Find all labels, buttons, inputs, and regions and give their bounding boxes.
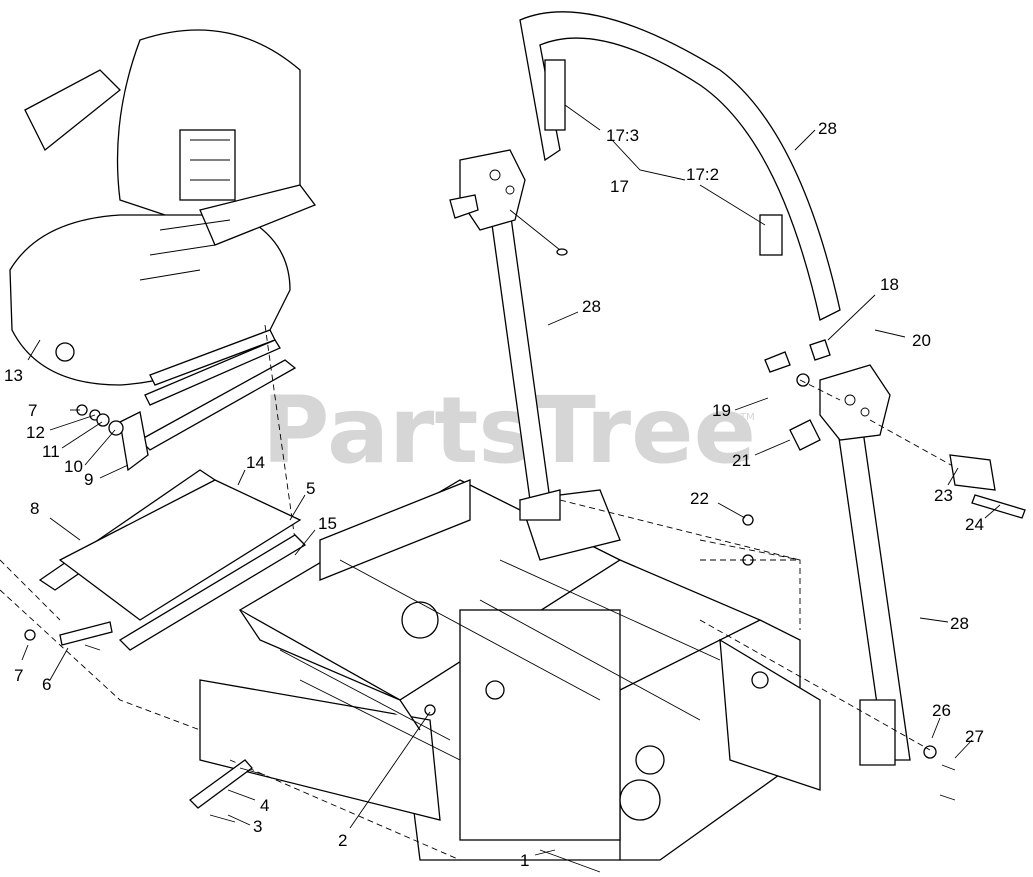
callout-17-2: 17:2 <box>686 165 719 184</box>
callout-26: 26 <box>932 701 951 720</box>
callout-6: 6 <box>42 675 51 694</box>
callout-1: 1 <box>520 851 529 870</box>
watermark-trademark: TM <box>739 412 755 423</box>
callout-21: 21 <box>732 451 751 470</box>
callout-7-upper: 7 <box>28 401 37 420</box>
callout-19: 19 <box>712 401 731 420</box>
callout-20: 20 <box>912 331 931 350</box>
callout-9: 9 <box>84 470 93 489</box>
lower-left-hardware <box>189 704 601 873</box>
callout-3: 3 <box>253 817 262 836</box>
leader-lines <box>21 104 1001 856</box>
seat-plate-frame <box>0 469 307 761</box>
callout-13: 13 <box>4 366 23 385</box>
callout-5: 5 <box>306 479 315 498</box>
callout-17-3: 17:3 <box>606 126 639 145</box>
callout-28-left: 28 <box>582 297 601 316</box>
callout-28-right: 28 <box>950 614 969 633</box>
seat-rails <box>119 324 297 541</box>
callout-23: 23 <box>934 486 953 505</box>
watermark-text: PartsTree <box>262 377 756 484</box>
seat-assembly <box>9 29 317 386</box>
callout-18: 18 <box>880 275 899 294</box>
callout-10: 10 <box>64 457 83 476</box>
callout-15: 15 <box>318 514 337 533</box>
callout-11: 11 <box>42 442 60 461</box>
callout-4: 4 <box>260 796 269 815</box>
callout-7-lower: 7 <box>14 666 23 685</box>
callout-24: 24 <box>965 515 984 534</box>
left-pivot-bracket <box>449 149 568 256</box>
callout-12: 12 <box>26 423 45 442</box>
callout-labels: 13 7 12 11 10 9 14 5 15 8 7 6 17:3 17 17… <box>4 119 984 870</box>
callout-27: 27 <box>965 727 984 746</box>
roll-bar <box>489 11 911 766</box>
callout-2: 2 <box>338 831 347 850</box>
callout-17: 17 <box>610 177 629 196</box>
callout-28-top: 28 <box>818 119 837 138</box>
right-pivot-bracket <box>699 339 1026 801</box>
callout-8: 8 <box>30 499 39 518</box>
callout-14: 14 <box>246 453 265 472</box>
callout-22: 22 <box>690 489 709 508</box>
